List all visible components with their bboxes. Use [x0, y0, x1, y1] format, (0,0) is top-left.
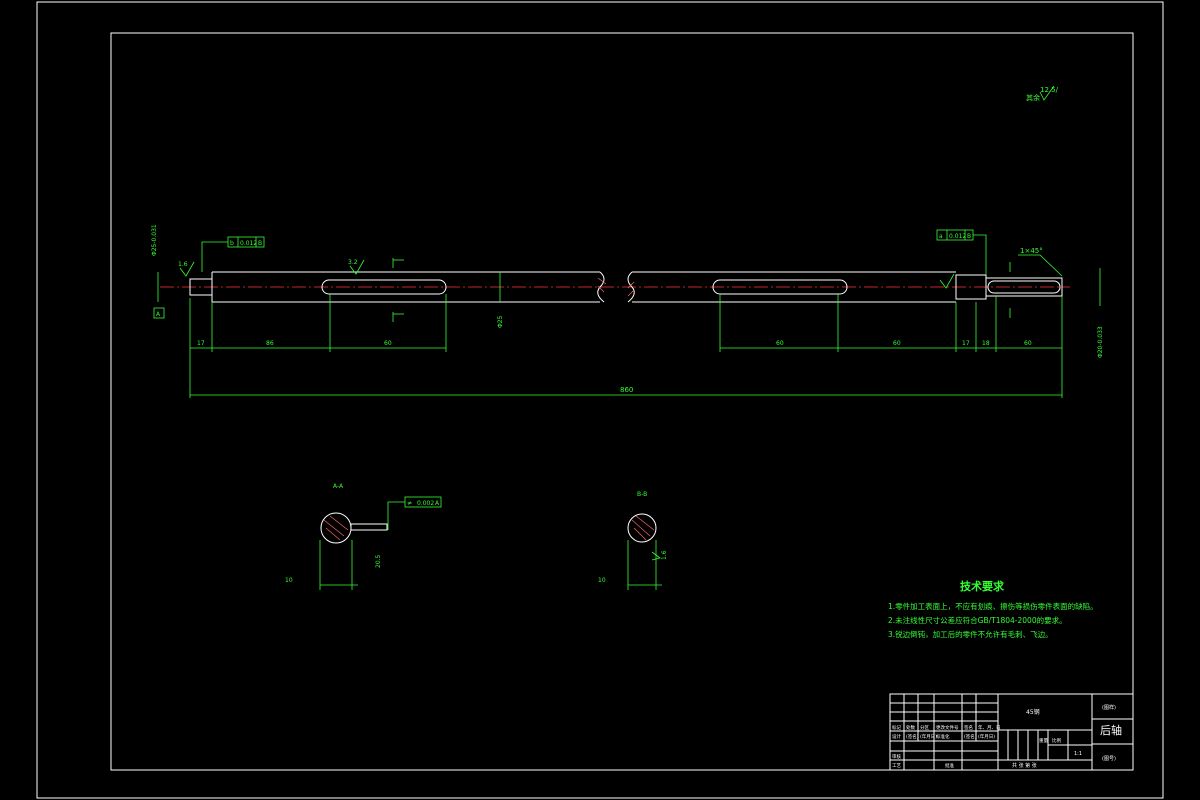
- svg-text:17: 17: [962, 340, 970, 347]
- sheet-label: 共 张 第 张: [1012, 762, 1037, 769]
- svg-text:(签名): (签名): [906, 733, 919, 740]
- keyway-left: [321, 279, 447, 295]
- svg-text:1.6: 1.6: [178, 261, 188, 268]
- tech-item-1: 1.零件加工表面上，不应有划痕、擦伤等损伤零件表面的缺陷。: [888, 601, 1098, 611]
- svg-text:18: 18: [982, 340, 990, 347]
- svg-text:处数: 处数: [906, 724, 915, 731]
- svg-text:60: 60: [1024, 340, 1032, 347]
- break-hatch: [597, 277, 635, 297]
- svg-text:b: b: [230, 240, 234, 247]
- section-a-view: A-A ≠ 0.002 A 10 20.5: [285, 483, 442, 590]
- inner-frame: [110, 32, 1134, 771]
- svg-text:≠: ≠: [407, 500, 412, 507]
- left-tolerance-frame: b 0.012 B: [201, 236, 265, 272]
- scale-label: 1:1: [1074, 751, 1082, 757]
- svg-text:签名: 签名: [964, 724, 973, 731]
- svg-text:Φ20-0.033: Φ20-0.033: [1097, 326, 1104, 358]
- drawing-title: 后轴: [1100, 723, 1122, 737]
- outer-frame: [36, 1, 1164, 799]
- svg-text:审核: 审核: [892, 753, 901, 760]
- svg-text:20.5: 20.5: [375, 554, 382, 568]
- mid-diameter-dim: Φ25: [497, 272, 504, 328]
- material-label: 45钢: [1026, 708, 1040, 716]
- svg-text:60: 60: [893, 340, 901, 347]
- svg-text:0.002: 0.002: [417, 500, 434, 507]
- svg-text:60: 60: [384, 340, 392, 347]
- svg-text:60: 60: [776, 340, 784, 347]
- svg-text:更改文件号: 更改文件号: [936, 724, 959, 731]
- svg-text:1.6: 1.6: [661, 550, 668, 560]
- svg-text:标准化: 标准化: [936, 733, 950, 740]
- general-surface-finish: 其余 12.5/: [1026, 85, 1059, 102]
- chamfer-label: 1×45°: [1020, 247, 1043, 255]
- title-block: 标记 处数 分区 更改文件号 签名 年、月、日 设计 (签名) (年月日) 标准…: [889, 693, 1134, 771]
- tech-item-3: 3.锐边倒钝，加工后的零件不允许有毛刺、飞边。: [888, 629, 1053, 639]
- keyway-end: [987, 280, 1061, 294]
- svg-text:86: 86: [266, 340, 274, 347]
- left-tol-label: Φ25-0.031: [151, 224, 158, 256]
- drawing-name-placeholder: (图样): [1102, 704, 1116, 711]
- svg-text:B: B: [967, 233, 971, 240]
- svg-text:分区: 分区: [920, 724, 929, 731]
- drawing-number-placeholder: (图号): [1102, 756, 1116, 762]
- left-datum-label: A: [156, 311, 161, 318]
- svg-text:批准: 批准: [945, 762, 954, 769]
- svg-text:重量: 重量: [1039, 737, 1048, 744]
- segment-dim-chain: 17 86 60 60 60 17 18 60 860: [189, 294, 1063, 398]
- svg-text:17: 17: [197, 340, 205, 347]
- overall-length-label: 860: [620, 386, 633, 394]
- svg-text:比例: 比例: [1052, 737, 1061, 744]
- svg-text:0.012: 0.012: [949, 233, 966, 240]
- right-diameter-dim: Φ20-0.033: [1097, 268, 1104, 358]
- shaft-left-body: [189, 271, 605, 303]
- svg-text:工艺: 工艺: [892, 763, 901, 769]
- tech-item-2: 2.未注线性尺寸公差应符合GB/T1804-2000的要求。: [888, 615, 1067, 625]
- svg-text:a: a: [939, 233, 943, 240]
- svg-text:10: 10: [285, 577, 293, 584]
- section-markers: [392, 258, 1011, 322]
- svg-text:年、月、日: 年、月、日: [978, 724, 1001, 731]
- tech-requirements: 技术要求 1.零件加工表面上，不应有划痕、擦伤等损伤零件表面的缺陷。 2.未注线…: [888, 579, 1098, 639]
- tech-heading: 技术要求: [960, 579, 1005, 593]
- svg-text:标记: 标记: [892, 724, 901, 731]
- svg-text:3.2: 3.2: [348, 259, 358, 266]
- svg-text:(签名): (签名): [964, 733, 977, 740]
- svg-text:(年月日): (年月日): [978, 733, 995, 740]
- roughness-left: 1.6 3.2: [178, 259, 955, 289]
- finish-other-label: 其余: [1026, 93, 1040, 102]
- svg-text:B-B: B-B: [637, 491, 647, 498]
- svg-text:Φ25: Φ25: [497, 315, 504, 328]
- svg-text:A-A: A-A: [333, 483, 344, 490]
- svg-text:设计: 设计: [892, 733, 901, 740]
- svg-text:(年月日): (年月日): [920, 733, 937, 740]
- keyway-right: [712, 279, 848, 295]
- finish-value: 12.5/: [1040, 86, 1059, 94]
- svg-text:B: B: [258, 240, 262, 247]
- svg-text:0.012: 0.012: [240, 240, 257, 247]
- right-tolerance-frame: a 0.012 B 1×45°: [936, 229, 1063, 277]
- svg-text:10: 10: [598, 577, 606, 584]
- section-b-view: B-B 10 1.6: [598, 491, 668, 590]
- left-diameter-dim: Φ25-0.031 A: [151, 224, 165, 319]
- shaft-right-body: [627, 271, 1063, 303]
- svg-text:A: A: [435, 500, 440, 507]
